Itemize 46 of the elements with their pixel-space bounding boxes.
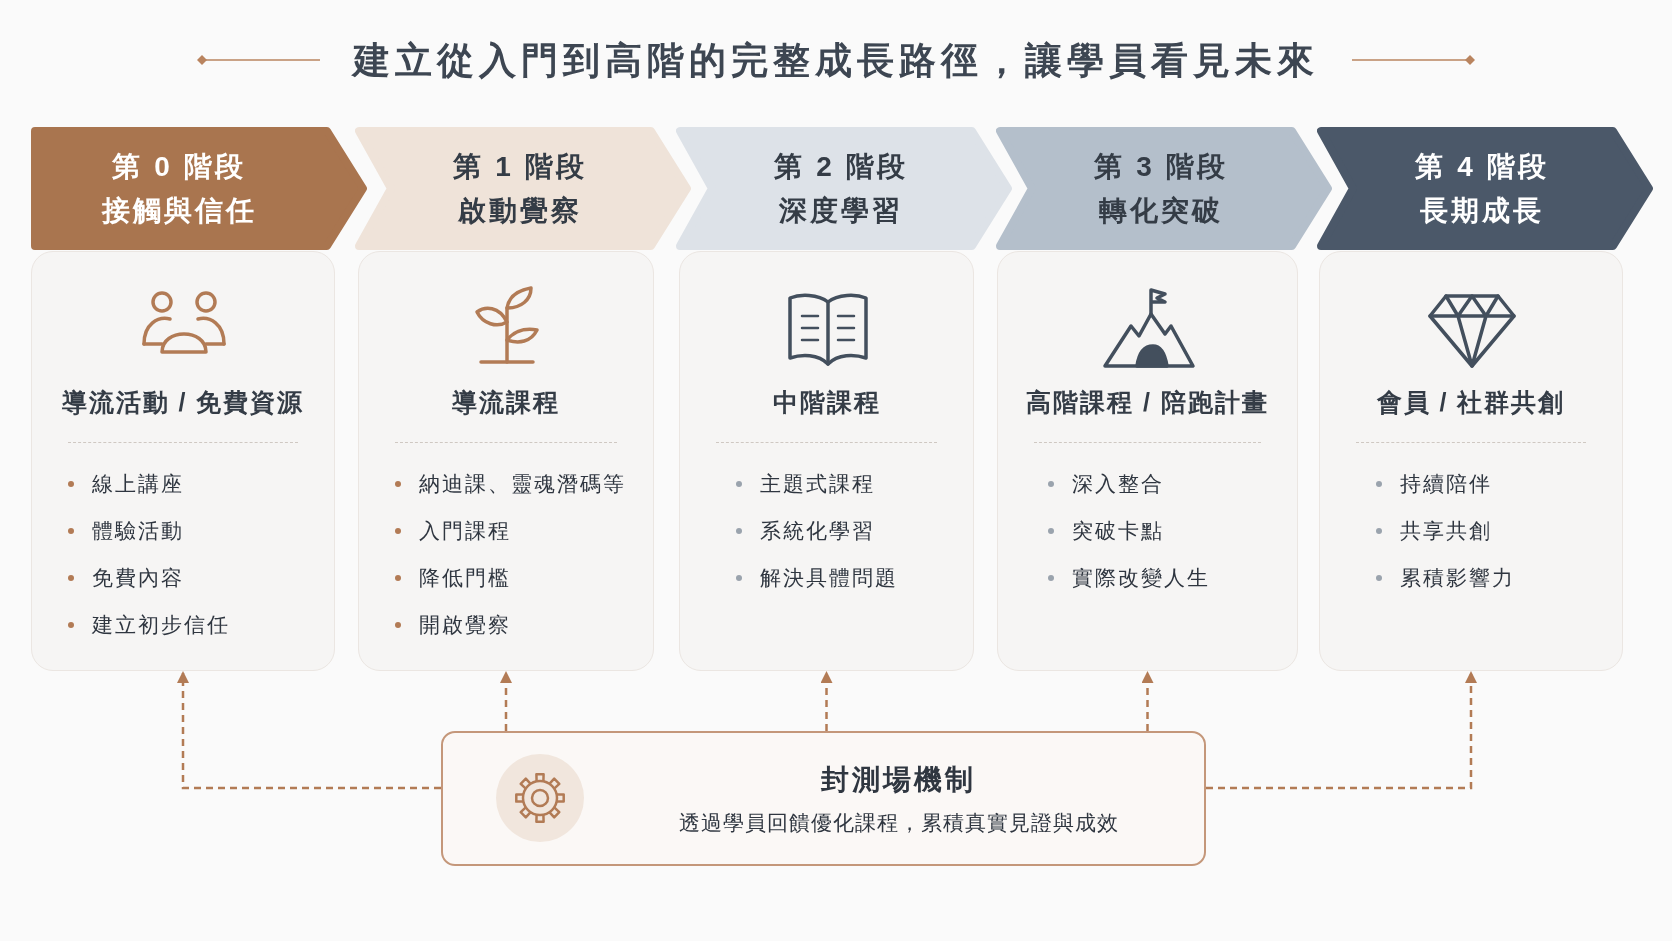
stage-name: 啟動覺察	[458, 193, 582, 228]
dashed-arrow	[1206, 671, 1477, 790]
stage-number: 第 2 階段	[774, 149, 908, 184]
mechanism-title: 封測場機制	[820, 763, 977, 797]
mechanism-box	[441, 731, 1206, 866]
stage-name: 深度學習	[779, 193, 903, 228]
stage-number: 第 0 階段	[112, 149, 246, 184]
mechanism-description: 透過學員回饋優化課程，累積真實見證與成效	[677, 810, 1120, 836]
stage-number: 第 3 階段	[1094, 149, 1228, 184]
dashed-arrow	[820, 671, 833, 731]
stage-name: 轉化突破	[1099, 193, 1223, 228]
card-heading: 導流活動 / 免費資源	[60, 387, 306, 418]
bullet-item: 共享共創	[1376, 517, 1492, 545]
card-heading: 導流課程	[451, 387, 561, 418]
bullet-item: 體驗活動	[68, 517, 184, 545]
bullet-item: 深入整合	[1048, 470, 1164, 498]
bullet-item: 入門課程	[395, 517, 511, 545]
dashed-arrow	[1141, 671, 1154, 731]
bullet-item: 系統化學習	[736, 517, 875, 545]
stage-name: 長期成長	[1420, 193, 1544, 228]
dashed-arrow	[500, 671, 512, 731]
bullet-item: 開啟覺察	[395, 611, 511, 639]
bullet-item: 納迪課、靈魂潛碼等	[395, 470, 626, 498]
stage-card	[358, 251, 654, 671]
stage-name: 接觸與信任	[101, 193, 257, 228]
dashed-arrow	[177, 671, 441, 790]
bullet-item: 線上講座	[68, 470, 184, 498]
bullet-item: 持續陪伴	[1376, 470, 1492, 498]
bullet-item: 主題式課程	[736, 470, 875, 498]
stage-card	[31, 251, 335, 671]
bullet-item: 突破卡點	[1048, 517, 1164, 545]
diagram-title: 建立從入門到高階的完整成長路徑，讓學員看見未來	[353, 40, 1319, 81]
bullet-item: 降低門檻	[395, 564, 511, 592]
stage-card	[997, 251, 1298, 671]
bullet-item: 建立初步信任	[68, 611, 230, 639]
stage-card	[679, 251, 974, 671]
bullet-item: 累積影響力	[1376, 564, 1515, 592]
stage-card	[1319, 251, 1623, 671]
stage-number: 第 4 階段	[1415, 149, 1549, 184]
stage-number: 第 1 階段	[453, 149, 587, 184]
card-heading: 中階課程	[771, 387, 882, 418]
bullet-item: 實際改變人生	[1048, 564, 1210, 592]
card-heading: 會員 / 社群共創	[1375, 387, 1567, 418]
bullet-item: 免費內容	[68, 564, 184, 592]
card-heading: 高階課程 / 陪跑計畫	[1025, 387, 1270, 418]
bullet-item: 解決具體問題	[736, 564, 898, 592]
